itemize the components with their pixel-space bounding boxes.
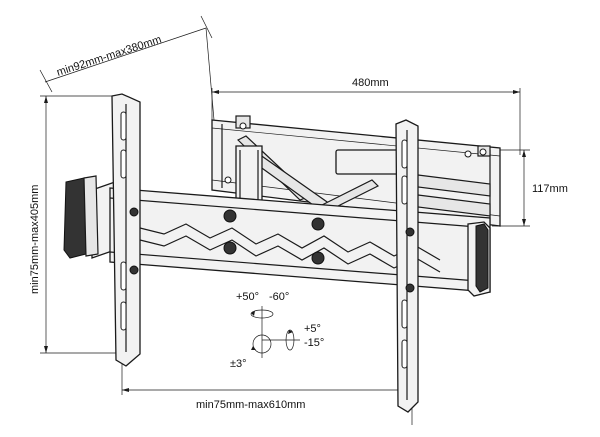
- level-rotation-icon: [252, 334, 272, 354]
- vesa-horizontal-dimension: min75mm-max610mm: [121, 360, 413, 425]
- tilt-down-label: -15°: [304, 337, 324, 349]
- vesa-horizontal-label: min75mm-max610mm: [196, 399, 305, 411]
- right-vertical-arm: [395, 119, 419, 413]
- tv-bracket: [109, 187, 491, 293]
- adjustment-range-symbol: +50° -60° +5° -15° ±3°: [230, 291, 324, 370]
- right-end-cap: [467, 221, 491, 297]
- swivel-rotation-icon: [250, 309, 274, 319]
- vesa-vertical-dimension: min75mm-max405mm: [29, 95, 120, 354]
- vesa-vertical-label: min75mm-max405mm: [29, 185, 41, 294]
- left-vertical-arm: [111, 93, 141, 367]
- tilt-up-label: +5°: [304, 323, 321, 335]
- swivel-left-label: +50°: [236, 291, 259, 303]
- wall-plate-width-label: 480mm: [352, 77, 389, 89]
- tilt-rotation-icon: [285, 329, 295, 351]
- articulating-arms: [235, 135, 491, 217]
- level-adjust-label: ±3°: [230, 358, 247, 370]
- wall-plate-height-dimension: 117mm: [492, 149, 568, 227]
- wall-plate-height-label: 117mm: [532, 183, 568, 195]
- arm-depth-label: min92mm-max380mm: [55, 34, 163, 79]
- swivel-right-label: -60°: [269, 291, 289, 303]
- wall-plate-width-dimension: 480mm: [211, 77, 521, 155]
